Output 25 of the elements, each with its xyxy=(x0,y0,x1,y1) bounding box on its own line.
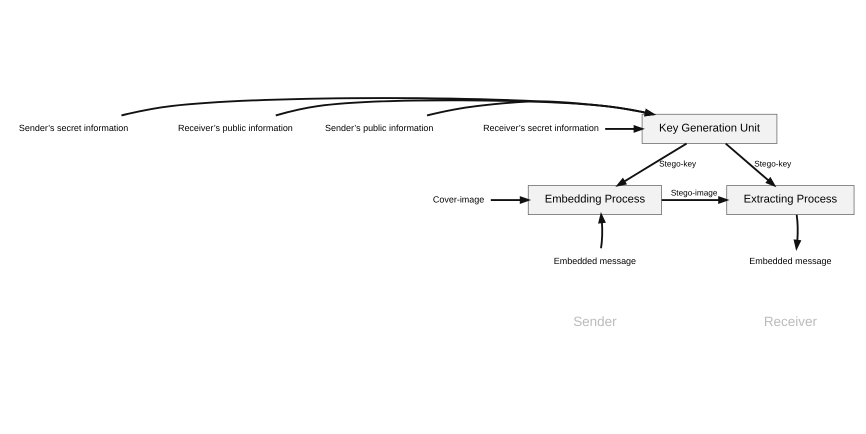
arrow xyxy=(793,214,801,252)
node-text: Cover-image xyxy=(432,194,484,204)
node-text: Sender’s public information xyxy=(324,123,433,134)
node-text: Embedded message xyxy=(748,256,832,266)
label: Sender xyxy=(572,314,616,329)
node-text: Receiver’s public information xyxy=(177,123,292,134)
edge-label: Stego-image xyxy=(670,188,717,198)
node-box: Key Generation Unit xyxy=(641,114,777,144)
edge-label: Stego-key xyxy=(658,160,696,169)
node-text: Sender’s secret information xyxy=(18,123,128,134)
arrow xyxy=(661,196,729,204)
arrow xyxy=(604,124,644,133)
arrow xyxy=(724,142,776,188)
node-text: Receiver’s secret information xyxy=(482,123,598,134)
edge-label: Stego-key xyxy=(754,160,791,169)
node-text: Embedded message xyxy=(553,256,636,266)
arrow xyxy=(120,97,656,116)
arrow xyxy=(490,196,531,204)
arrow xyxy=(426,100,656,116)
arrow xyxy=(614,142,687,187)
label: Receiver xyxy=(763,314,816,329)
node-box: Extracting Process xyxy=(726,185,854,216)
node-box: Embedding Process xyxy=(527,185,662,216)
arrow xyxy=(598,212,606,248)
arrow xyxy=(275,99,656,116)
